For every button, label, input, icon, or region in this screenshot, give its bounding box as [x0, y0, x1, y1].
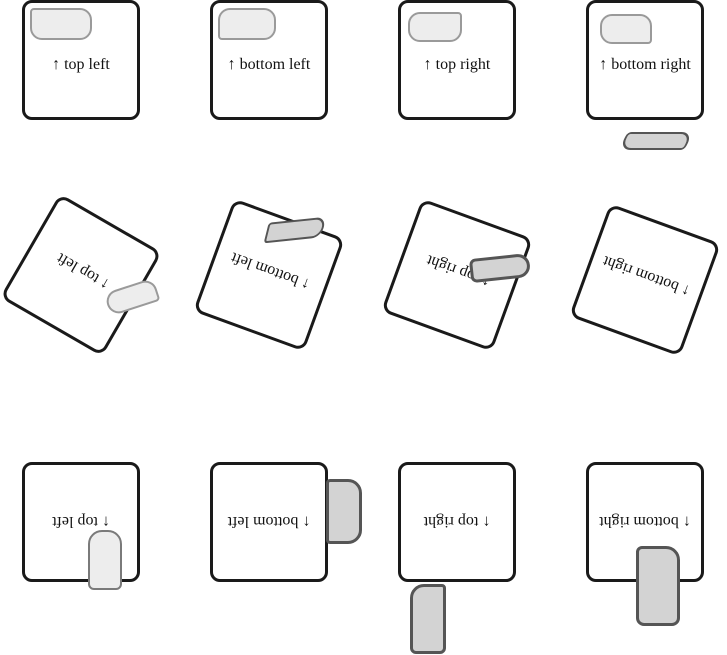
box-label: ↑ bottom left — [228, 248, 313, 293]
box-label: ↑ top right — [423, 513, 491, 530]
corner-tab — [636, 546, 680, 626]
corner-tab — [410, 584, 446, 654]
box-label: ↑ bottom right — [600, 252, 693, 300]
corner-tab — [600, 14, 652, 44]
box-label: ↑ bottom left — [227, 513, 311, 530]
box-label: ↑ bottom left — [227, 56, 311, 73]
box-label: ↑ bottom right — [599, 513, 691, 530]
corner-tab — [408, 12, 462, 42]
box-label: ↑ top right — [423, 56, 491, 73]
box-label: ↑ top left — [52, 513, 110, 530]
square-box: ↑ bottom right — [569, 203, 721, 357]
corner-tab — [468, 252, 532, 284]
square-box: ↑ top left — [22, 462, 140, 582]
box-label: ↑ bottom right — [599, 56, 691, 73]
square-box: ↑ top right — [398, 462, 516, 582]
corner-tab — [88, 530, 122, 590]
square-box: ↑ bottom left — [210, 462, 328, 582]
corner-tab — [218, 8, 276, 40]
box-label: ↑ top left — [52, 56, 110, 73]
corner-tab — [30, 8, 92, 40]
corner-tab — [618, 132, 694, 150]
corner-tab — [326, 479, 362, 544]
square-box: ↑ top left — [0, 193, 163, 357]
